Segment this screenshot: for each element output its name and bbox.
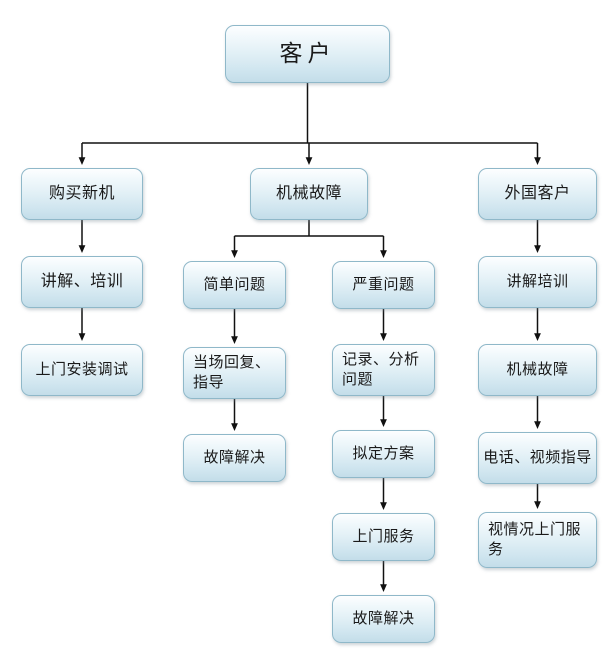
flowchart-node-c2Rd[interactable]: 故障解决 bbox=[332, 595, 435, 643]
flowchart-node-c2Lb[interactable]: 故障解决 bbox=[183, 434, 286, 482]
flowchart-node-c2R[interactable]: 严重问题 bbox=[332, 261, 435, 309]
flowchart-node-c1a[interactable]: 讲解、培训 bbox=[21, 256, 143, 308]
flowchart-node-c2Rb[interactable]: 拟定方案 bbox=[332, 430, 435, 478]
flowchart-node-root[interactable]: 客户 bbox=[225, 25, 390, 83]
flowchart-node-c3b[interactable]: 机械故障 bbox=[478, 344, 597, 396]
flowchart-node-c1[interactable]: 购买新机 bbox=[21, 168, 143, 220]
flowchart-node-c3d[interactable]: 视情况上门服务 bbox=[478, 512, 597, 568]
flowchart-node-c2La[interactable]: 当场回复、指导 bbox=[183, 347, 286, 399]
flowchart-node-c2[interactable]: 机械故障 bbox=[250, 168, 368, 220]
flowchart-node-c2L[interactable]: 简单问题 bbox=[183, 261, 286, 309]
flowchart-node-c3c[interactable]: 电话、视频指导 bbox=[478, 432, 597, 484]
flowchart-node-c2Ra[interactable]: 记录、分析问题 bbox=[332, 344, 435, 396]
flowchart-node-c2Rc[interactable]: 上门服务 bbox=[332, 513, 435, 561]
flowchart-node-c3[interactable]: 外国客户 bbox=[478, 168, 597, 220]
flowchart-node-c3a[interactable]: 讲解培训 bbox=[478, 256, 597, 308]
flowchart-node-c1b[interactable]: 上门安装调试 bbox=[21, 344, 143, 396]
